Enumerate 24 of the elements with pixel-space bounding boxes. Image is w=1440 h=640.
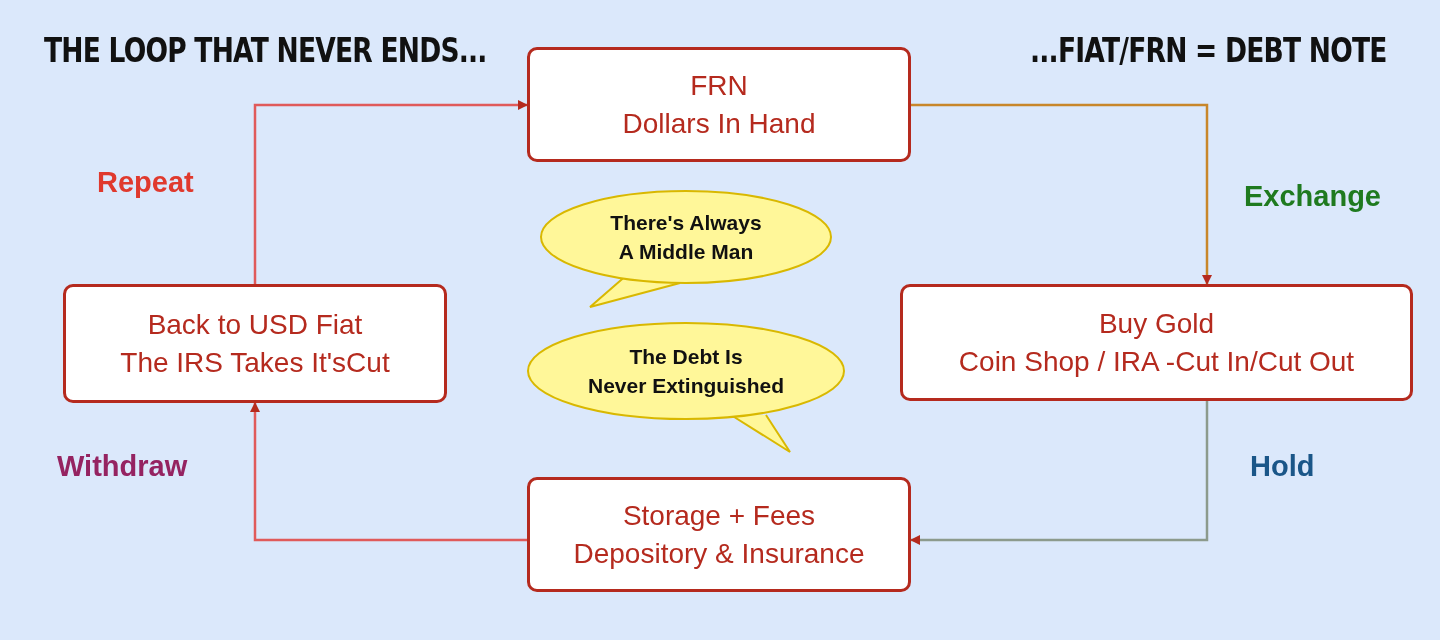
process-box	[900, 284, 1413, 401]
box-text: Dollars In Hand	[622, 106, 816, 141]
edge-label: Repeat	[97, 166, 194, 199]
subheading: ...FIAT/FRN = DEBT NOTE	[1030, 30, 1387, 70]
process-box	[527, 477, 911, 592]
box-text: Back to USD Fiat	[147, 307, 363, 342]
edge-label: Exchange	[1244, 180, 1381, 213]
box-text: Storage + Fees	[622, 498, 816, 533]
arrow	[250, 402, 527, 542]
box-text: Depository & Insurance	[573, 536, 865, 571]
box-text: Buy Gold	[1098, 306, 1215, 341]
box-text: FRN	[690, 68, 748, 103]
edge-label: Hold	[1250, 450, 1315, 483]
bubble-text: The Debt Is Never Extinguished	[586, 343, 786, 399]
arrow	[911, 103, 1212, 285]
process-box	[63, 284, 447, 403]
bubble-text: There's Always A Middle Man	[609, 209, 763, 265]
process-box	[527, 47, 911, 162]
heading: THE LOOP THAT NEVER ENDS...	[44, 30, 487, 70]
box-text: The IRS Takes It'sCut	[120, 345, 390, 380]
box-text: Coin Shop / IRA -Cut In/Cut Out	[958, 344, 1355, 379]
arrow	[253, 100, 528, 284]
edge-label: Withdraw	[57, 450, 188, 483]
arrow	[910, 401, 1209, 545]
